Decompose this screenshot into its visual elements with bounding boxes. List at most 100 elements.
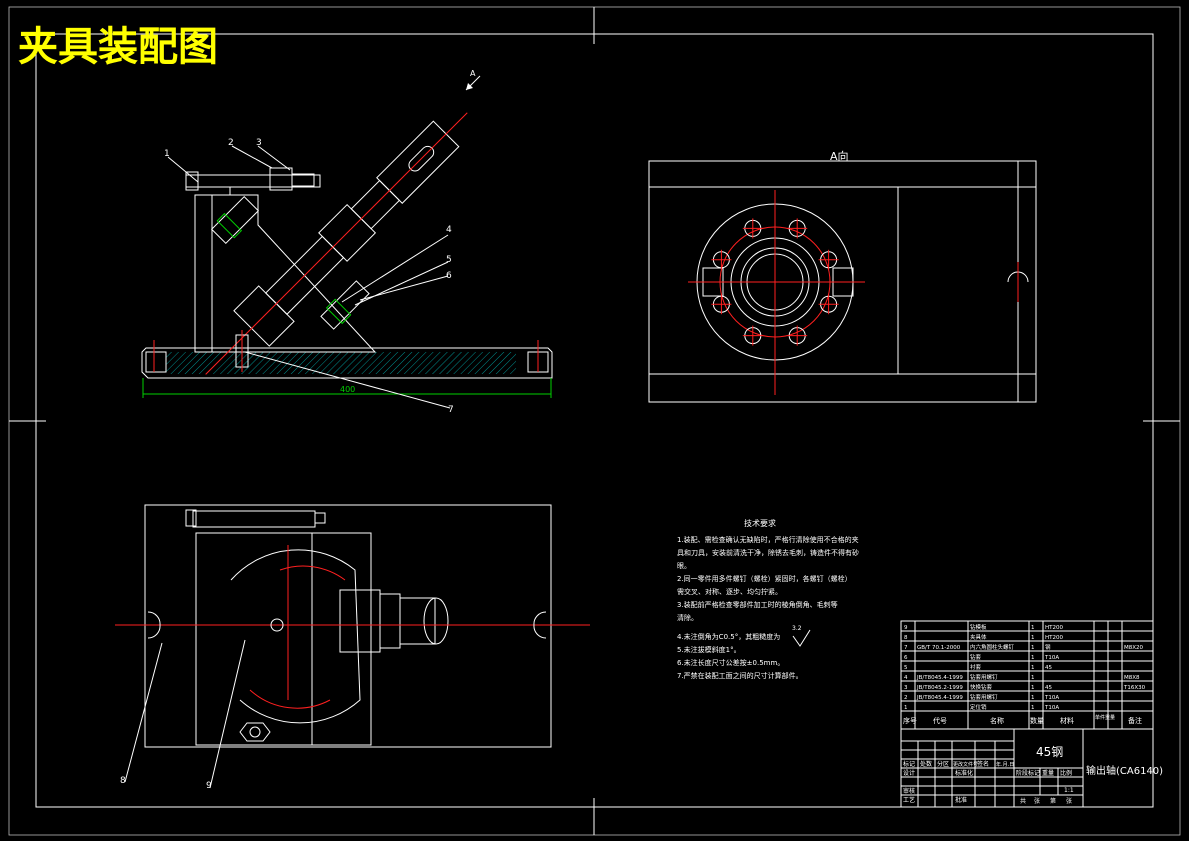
parts-cell: 1 <box>1031 665 1035 671</box>
balloon-2: 2 <box>228 138 234 148</box>
parts-cell: 1 <box>1031 685 1035 691</box>
view-marker: A <box>470 69 476 78</box>
parts-cell: 钻模板 <box>970 623 987 631</box>
parts-cell: 5 <box>904 665 908 671</box>
parts-cell: 钻套用螺钉 <box>970 693 998 701</box>
tb-zone: 分区 <box>937 760 949 768</box>
tb-mark: 标记 <box>903 760 915 768</box>
parts-cell: 1 <box>1031 645 1035 651</box>
parts-cell: T16X30 <box>1123 685 1146 691</box>
balloon-7: 7 <box>448 405 454 415</box>
tb-standard: 标准化 <box>955 769 973 777</box>
tb-scale-value: 1:1 <box>1064 787 1074 794</box>
tb-signature: 签名 <box>977 760 989 768</box>
parts-cell: 1 <box>1031 695 1035 701</box>
roughness-value: 3.2 <box>792 625 802 632</box>
tb-total: 共 <box>1020 797 1026 805</box>
parts-cell: 1 <box>1031 675 1035 681</box>
parts-cell: 1 <box>1031 655 1035 661</box>
balloon-labels: 1 2 3 4 5 6 7 8 9 <box>120 138 454 791</box>
parts-cell: 4 <box>904 675 908 681</box>
parts-cell: T10A <box>1044 695 1059 701</box>
header-code: 代号 <box>933 716 947 725</box>
material-label: 45钢 <box>1036 745 1063 759</box>
tb-change-doc: 更改文件号 <box>953 761 978 768</box>
balloon-6: 6 <box>446 271 452 281</box>
a-view-label: A向 <box>830 149 849 163</box>
tech-line-11: 7.严禁在装配工面之间的尺寸计算部件。 <box>677 671 803 680</box>
tb-sheets: 张 <box>1034 797 1040 805</box>
balloon-4: 4 <box>446 225 452 235</box>
centering-marks <box>9 7 1180 835</box>
parts-cell: GB/T 70.1-2000 <box>917 645 961 651</box>
tech-line-5: 需交叉、对称、逐步、均匀拧紧。 <box>677 587 782 596</box>
parts-cell: 2 <box>904 695 908 701</box>
parts-cell: 钻套 <box>970 653 982 661</box>
tech-line-1: 1.装配、需检查确认无缺陷时，严格行清除使用不合格的夹 <box>677 535 859 544</box>
parts-cell: 衬套 <box>970 663 982 671</box>
parts-cell: JB/T8045.4-1999 <box>916 675 963 681</box>
parts-cell: 1 <box>1031 705 1035 711</box>
flange-bolt-holes <box>711 218 839 346</box>
tb-design: 设计 <box>903 769 915 777</box>
tech-line-2: 具和刀具，安装前清洗干净，除锈去毛刺，铸造件不得有砂 <box>677 548 859 557</box>
parts-cell: 6 <box>904 655 908 661</box>
header-weight: 单件重量 <box>1095 714 1115 721</box>
tech-line-4: 2.同一零件用多件螺钉（螺栓）紧固时，各螺钉（螺栓） <box>677 574 852 583</box>
parts-cell: 3 <box>904 685 908 691</box>
parts-cell: M8X8 <box>1124 675 1140 681</box>
tb-scale: 比例 <box>1060 769 1072 777</box>
balloon-8: 8 <box>120 776 126 786</box>
tb-sheet: 张 <box>1066 797 1072 805</box>
tech-line-10: 6.未注长度尺寸公差按±0.5mm。 <box>677 658 784 667</box>
parts-cell: 1 <box>904 705 908 711</box>
parts-cell: 内六角圆柱头螺钉 <box>970 643 1015 651</box>
parts-cell: HT200 <box>1045 635 1063 641</box>
parts-cell: HT200 <box>1045 625 1063 631</box>
parts-list-header: 序号 代号 名称 数量 材料 单件重量 备注 <box>903 714 1142 725</box>
parts-cell: 钻套用螺钉 <box>970 673 998 681</box>
roughness-symbol <box>792 629 811 647</box>
part-name: 输出轴(CA6140) <box>1086 764 1163 777</box>
balloon-5: 5 <box>446 255 452 265</box>
technical-requirements: 技术要求 1.装配、需检查确认无缺陷时，严格行清除使用不合格的夹 具和刀具，安装… <box>677 518 859 680</box>
header-name: 名称 <box>990 716 1004 725</box>
a-direction-view: A向 <box>648 149 1037 403</box>
balloon-1: 1 <box>164 149 170 159</box>
front-section-view: 400 A <box>141 69 553 398</box>
balloon-3: 3 <box>256 138 262 148</box>
leader-lines <box>124 145 451 789</box>
parts-cell: M8X20 <box>1124 645 1144 651</box>
tb-number: 第 <box>1050 797 1056 805</box>
parts-cell: 钢 <box>1045 643 1051 651</box>
drawing-title: 夹具装配图 <box>18 24 218 70</box>
balloon-9: 9 <box>206 781 212 791</box>
top-view <box>115 504 590 748</box>
parts-cell: 1 <box>1031 635 1035 641</box>
tb-review: 审核 <box>903 787 915 795</box>
header-no: 序号 <box>903 716 917 725</box>
parts-cell: T10A <box>1044 655 1059 661</box>
tb-approve: 批准 <box>955 796 967 804</box>
tech-line-7: 清除。 <box>677 613 698 622</box>
parts-cell: 夹具体 <box>970 633 987 641</box>
parts-cell: 8 <box>904 635 908 641</box>
tech-line-8: 4.未注倒角为C0.5°，其粗糙度为 <box>677 632 780 641</box>
parts-cell: JB/T8045.4-1999 <box>916 695 963 701</box>
title-block: 45钢 输出轴(CA6140) 标记 处数 分区 更改文件号 签名 年.月.日 … <box>900 728 1163 808</box>
dimension-overall: 400 <box>340 385 355 394</box>
header-remark: 备注 <box>1128 716 1142 725</box>
tb-count: 处数 <box>920 760 932 768</box>
parts-cell: T10A <box>1044 705 1059 711</box>
parts-cell: 45 <box>1045 685 1052 691</box>
tech-line-9: 5.未注拔模斜度1°。 <box>677 645 741 654</box>
tb-process: 工艺 <box>903 796 915 804</box>
tech-line-6: 3.装配前严格检查零部件加工时的棱角倒角、毛刺等 <box>677 600 838 609</box>
tb-stage: 阶段标记 <box>1016 769 1040 777</box>
parts-cell: JB/T8045.2-1999 <box>916 685 963 691</box>
parts-cell: 定位销 <box>970 703 987 711</box>
tech-line-3: 眼。 <box>677 562 691 570</box>
